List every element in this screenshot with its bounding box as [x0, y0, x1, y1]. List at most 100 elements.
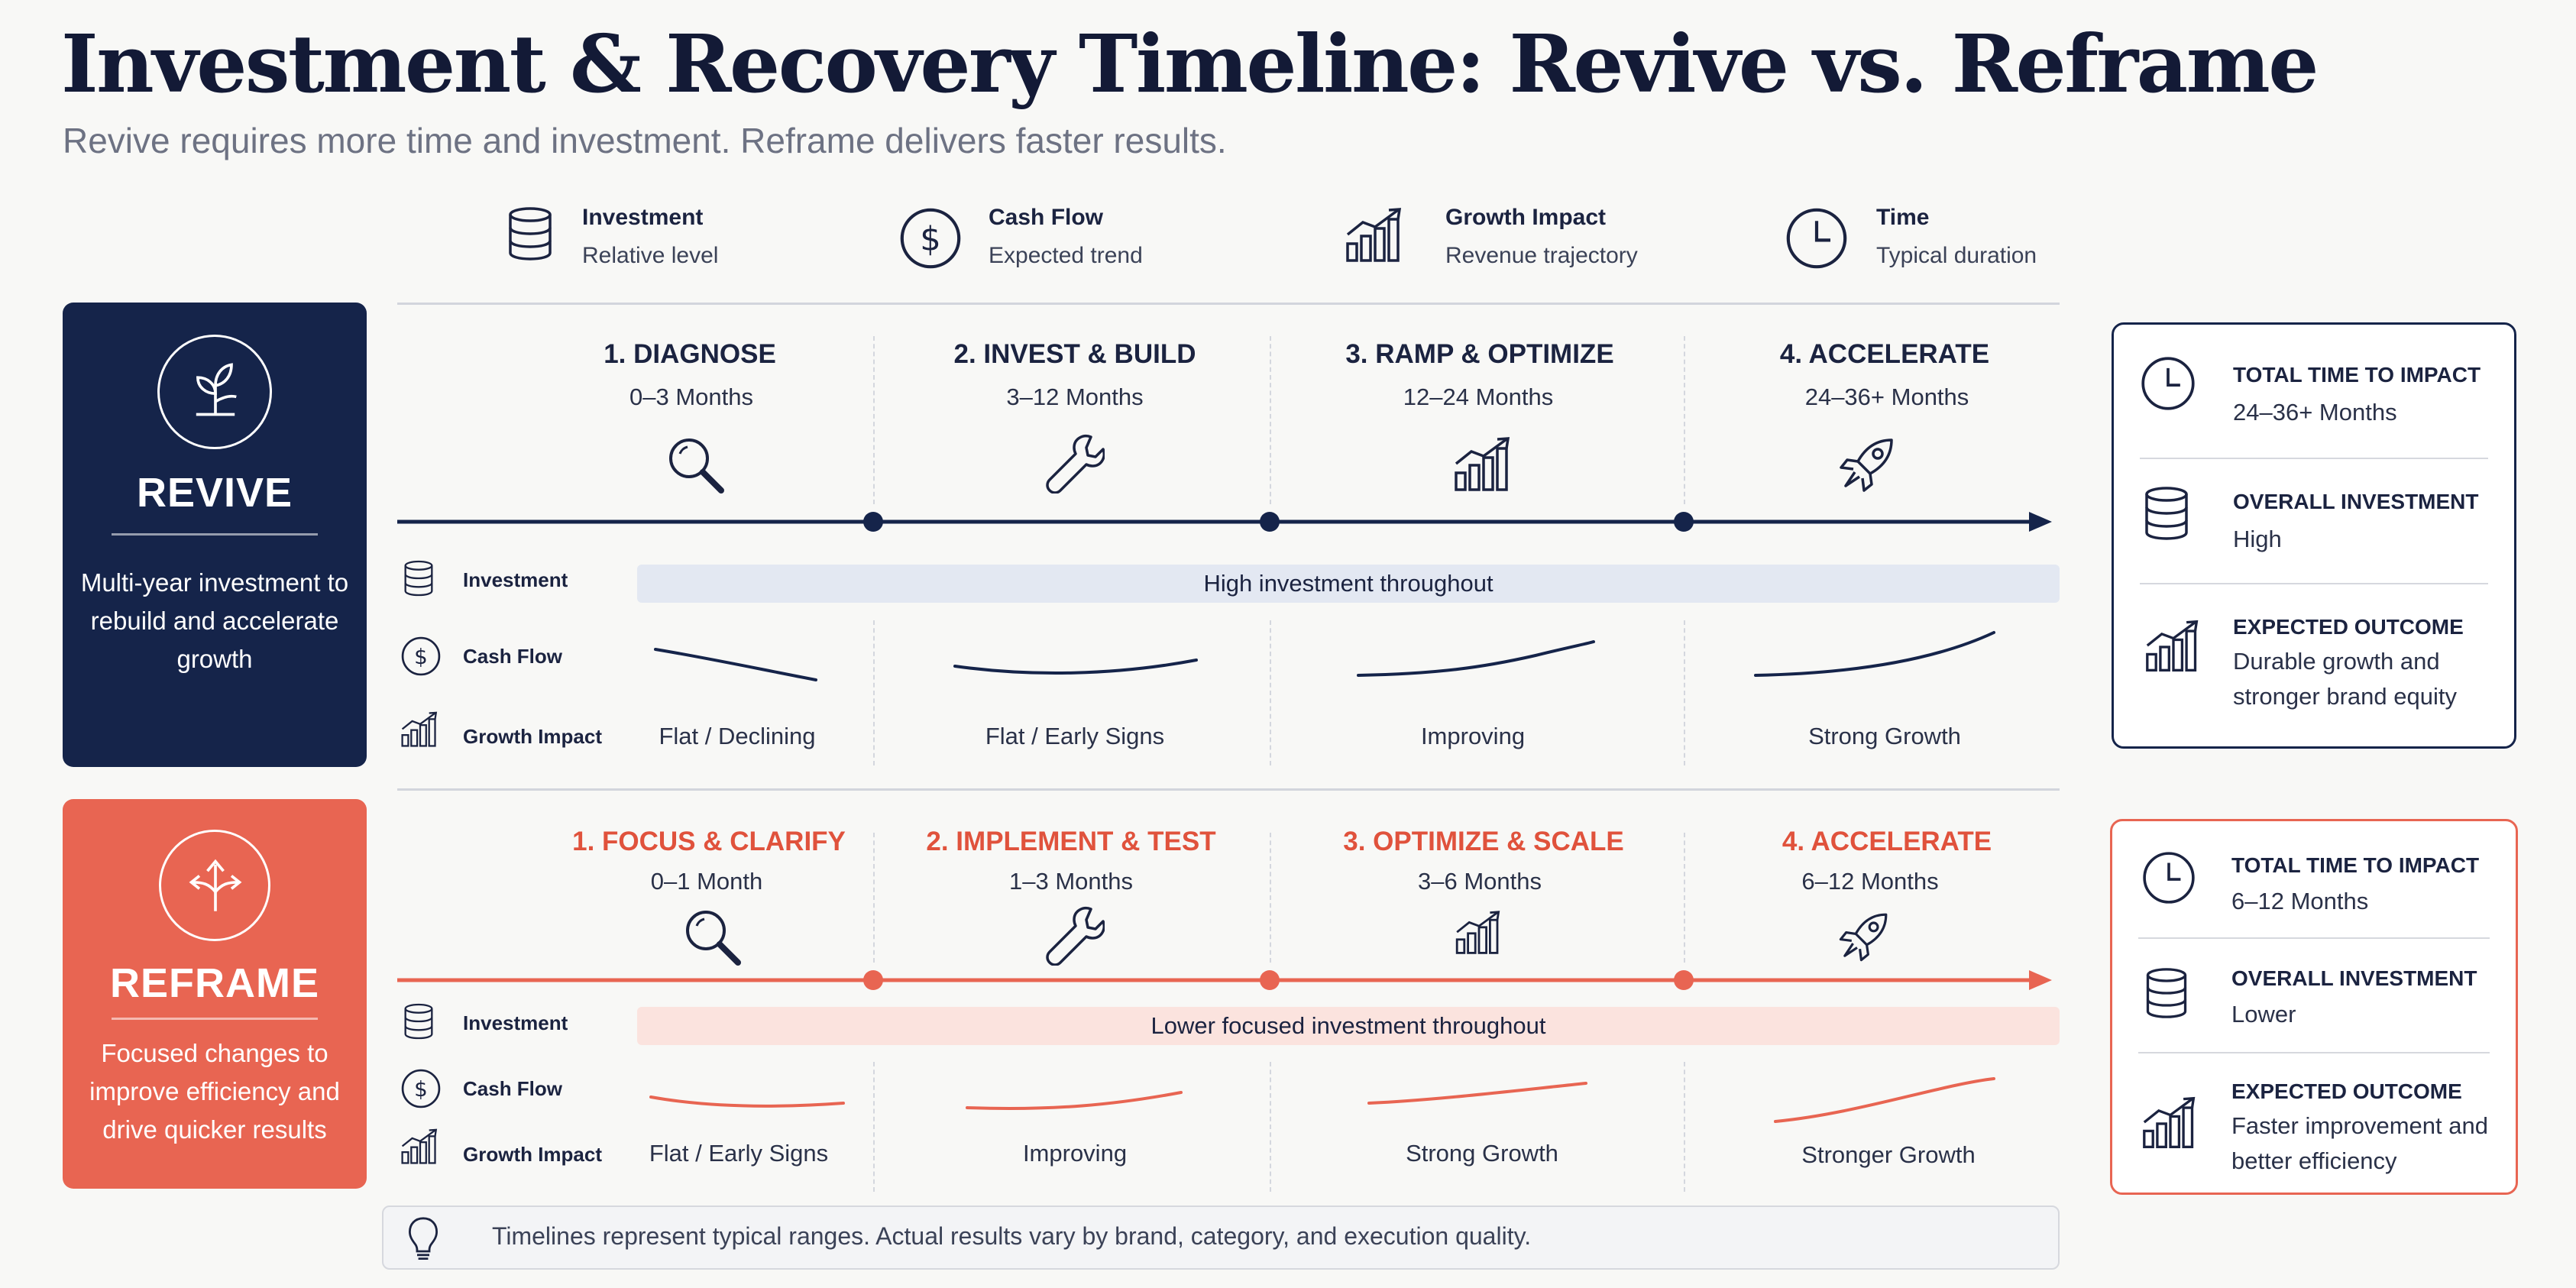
revive-label: REVIVE	[136, 470, 293, 516]
summary-outcome-label: EXPECTED OUTCOME	[2233, 615, 2464, 639]
reframe-investment-bar: Lower focused investment throughout	[637, 1007, 2060, 1045]
revive-milestone-dot	[863, 512, 883, 532]
legend-time: Time Typical duration	[1785, 197, 2075, 281]
revive-growth-outcome: Flat / Declining	[659, 723, 816, 749]
summary-time-label: TOTAL TIME TO IMPACT	[2231, 853, 2480, 877]
divider	[112, 1018, 318, 1020]
revive-phase-duration: 0–3 Months	[629, 383, 753, 410]
row-label-investment: Investment	[463, 568, 568, 591]
divider	[1270, 1062, 1271, 1192]
divider	[2138, 937, 2490, 939]
reframe-label: REFRAME	[110, 960, 319, 1006]
page-title: Investment & Recovery Timeline: Revive v…	[61, 17, 2319, 111]
legend-desc: Typical duration	[1876, 243, 2037, 268]
revive-phase-duration: 3–12 Months	[1006, 383, 1144, 410]
clock-icon	[2140, 355, 2196, 412]
footnote-text: Timelines represent typical ranges. Actu…	[492, 1222, 1532, 1250]
coin-stack-icon	[2143, 968, 2190, 1018]
summary-time-value: 24–36+ Months	[2233, 399, 2397, 426]
growth-chart-icon	[2141, 1096, 2199, 1150]
reframe-phase-title: 1. FOCUS & CLARIFY	[572, 827, 846, 856]
divider	[2140, 458, 2488, 459]
divider	[1270, 336, 1271, 504]
reframe-growth-outcome: Strong Growth	[1406, 1140, 1558, 1167]
reframe-milestone-dot	[1674, 970, 1694, 990]
revive-phase-title: 2. INVEST & BUILD	[953, 339, 1196, 369]
divider	[397, 788, 2060, 791]
revive-growth-outcome: Flat / Early Signs	[985, 723, 1165, 749]
reframe-growth-outcome: Improving	[1022, 1140, 1128, 1167]
legend-name: Investment	[582, 205, 704, 230]
revive-phase-title: 3. RAMP & OPTIMIZE	[1345, 339, 1614, 369]
legend-cash-flow: Cash Flow Expected trend	[898, 197, 1189, 281]
divider	[397, 303, 2060, 305]
divider	[1684, 1062, 1685, 1192]
lightbulb-icon	[405, 1215, 442, 1264]
divider	[873, 1062, 875, 1192]
reframe-icon-circle	[159, 830, 270, 941]
summary-outcome-value: Durable growth and stronger brand equity	[2233, 648, 2457, 710]
reframe-phase-title: 2. IMPLEMENT & TEST	[926, 827, 1216, 856]
revive-milestone-dot	[1260, 512, 1280, 532]
legend-name: Growth Impact	[1445, 205, 1607, 230]
summary-time-label: TOTAL TIME TO IMPACT	[2233, 363, 2481, 387]
summary-investment-label: OVERALL INVESTMENT	[2233, 490, 2479, 513]
revive-growth-outcome: Improving	[1420, 723, 1526, 749]
revive-panel: REVIVE Multi-year investment to rebuild …	[63, 303, 367, 767]
page-subtitle: Revive requires more time and investment…	[63, 121, 1227, 160]
coin-stack-icon	[2141, 487, 2192, 540]
divider	[1684, 336, 1685, 504]
revive-description: Multi-year investment to rebuild and acc…	[80, 568, 349, 673]
divider	[873, 620, 875, 765]
divider	[873, 336, 875, 504]
revive-phase-duration: 24–36+ Months	[1804, 383, 1969, 410]
revive-milestone-dot	[1674, 512, 1694, 532]
revive-icon-circle	[157, 335, 272, 449]
divider	[2138, 1052, 2490, 1053]
revive-phase-duration: 12–24 Months	[1403, 383, 1554, 410]
clock-icon	[2141, 850, 2196, 905]
row-label-cash-flow: Cash Flow	[463, 645, 563, 668]
revive-summary-card: TOTAL TIME TO IMPACT 24–36+ Months OVERA…	[2112, 322, 2516, 749]
legend-name: Time	[1876, 205, 1930, 230]
summary-time-value: 6–12 Months	[2231, 888, 2369, 914]
growth-chart-icon	[2144, 620, 2202, 673]
divider	[1270, 620, 1271, 765]
reframe-growth-outcome: Flat / Early Signs	[649, 1140, 829, 1167]
row-label-growth-impact: Growth Impact	[463, 1143, 603, 1166]
row-label-cash-flow: Cash Flow	[463, 1077, 563, 1100]
legend-name: Cash Flow	[989, 205, 1104, 230]
reframe-phase-title: 4. ACCELERATE	[1782, 827, 1992, 856]
legend-desc: Expected trend	[989, 243, 1143, 268]
reframe-summary-card: TOTAL TIME TO IMPACT 6–12 Months OVERALL…	[2110, 819, 2518, 1195]
legend-desc: Relative level	[582, 243, 719, 268]
summary-investment-label: OVERALL INVESTMENT	[2231, 966, 2477, 990]
reframe-milestone-dot	[1260, 970, 1280, 990]
row-label-growth-impact: Growth Impact	[463, 725, 603, 748]
revive-growth-outcome: Strong Growth	[1808, 723, 1961, 749]
revive-phase-title: 4. ACCELERATE	[1779, 339, 1990, 369]
reframe-phase-duration: 6–12 Months	[1801, 868, 1939, 895]
reframe-panel: REFRAME Focused changes to improve effic…	[63, 799, 367, 1189]
summary-investment-value: High	[2233, 526, 2282, 552]
reframe-phase-duration: 0–1 Month	[650, 868, 763, 895]
legend-desc: Revenue trajectory	[1445, 243, 1638, 268]
summary-outcome-value: Faster improvement and better efficiency	[2231, 1112, 2488, 1174]
revive-investment-bar: High investment throughout	[637, 565, 2060, 603]
divider	[1270, 833, 1271, 963]
reframe-phase-duration: 1–3 Months	[1009, 868, 1133, 895]
divider	[2140, 583, 2488, 584]
reframe-phase-duration: 3–6 Months	[1418, 868, 1542, 895]
reframe-description: Focused changes to improve efficiency an…	[89, 1039, 340, 1144]
divider	[1684, 620, 1685, 765]
revive-phase-title: 1. DIAGNOSE	[604, 339, 776, 369]
divider	[112, 533, 318, 536]
row-label-investment: Investment	[463, 1011, 568, 1034]
footnote: Timelines represent typical ranges. Actu…	[382, 1205, 2060, 1270]
divider	[873, 833, 875, 963]
summary-outcome-label: EXPECTED OUTCOME	[2231, 1079, 2462, 1103]
reframe-milestone-dot	[863, 970, 883, 990]
